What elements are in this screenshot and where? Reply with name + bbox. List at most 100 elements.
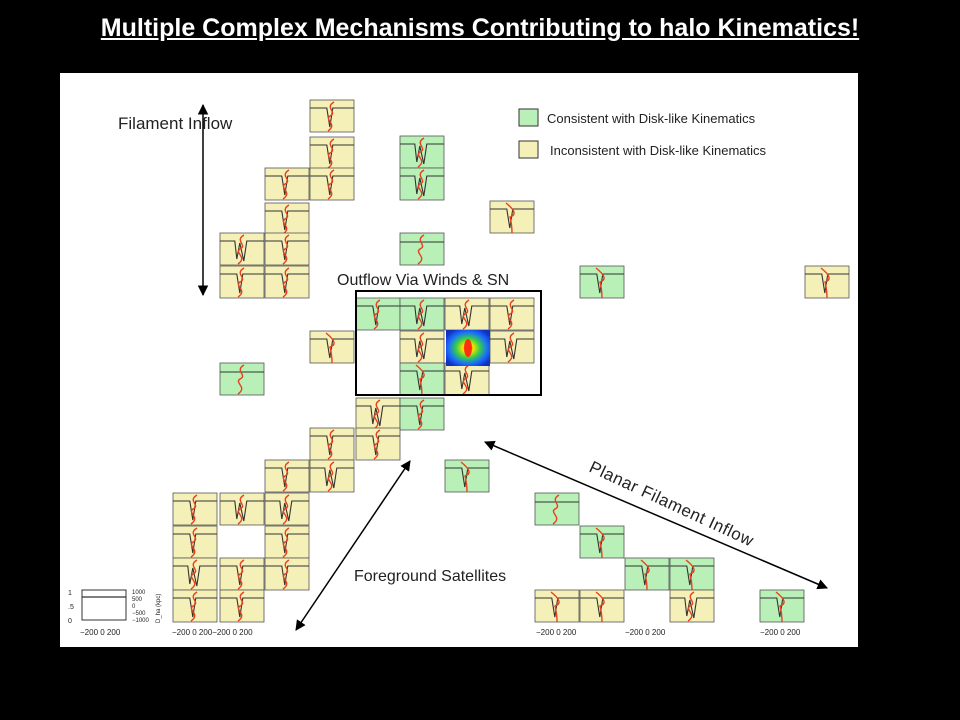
x-tick-labels: −200 0 200 [80,628,121,637]
legend-consistent-label: Consistent with Disk-like Kinematics [547,111,756,126]
spectrum-panel [264,167,310,201]
spectrum-panel [264,557,310,591]
spectrum-panel [444,459,490,493]
velocity-curve [460,461,470,493]
absorption-profile [310,435,354,456]
spectrum-panel [669,557,715,591]
absorption-profile [400,175,444,197]
foreground-satellites-label: Foreground Satellites [354,568,506,585]
spectrum-panel [579,525,625,559]
spectrum-panel [264,202,310,236]
absorption-profile [580,273,624,294]
velocity-curve [820,267,830,299]
velocity-curve [190,559,198,590]
spectrum-panel [399,135,445,169]
absorption-profile [265,565,309,586]
absorption-profile [400,370,444,391]
velocity-curve [550,591,560,623]
absorption-profile [490,338,534,360]
galaxy-core [464,339,472,357]
legend-inconsistent-label: Inconsistent with Disk-like Kinematics [550,143,767,158]
velocity-curve [237,364,245,395]
velocity-curve [417,137,425,168]
absorption-profile [173,533,217,554]
absorption-profile [400,305,444,327]
absorption-profile [356,405,400,427]
absorption-profile [310,175,354,196]
spectrum-panel [759,589,805,623]
spectrum-panel [444,297,490,331]
legend-consistent-swatch [518,108,539,127]
kinematics-diagram: Filament Inflow Outflow Via Winds & SN P… [68,99,850,637]
absorption-profile [400,143,444,165]
planar-filament-arrow [484,440,828,590]
absorption-profile [400,405,444,426]
spectrum-panel [534,589,580,623]
absorption-profile [265,240,309,261]
velocity-curve [595,591,605,623]
spectrum-panel [579,589,625,623]
velocity-curve [373,399,381,430]
velocity-curve [417,399,425,430]
spectrum-panel [355,397,401,431]
absorption-profile [580,597,624,618]
velocity-curve [327,429,335,460]
absorption-profile [535,597,579,618]
absorption-profile [490,208,534,229]
absorption-profile [265,175,309,196]
y-tick-half: .5 [68,604,74,611]
absorption-profile [265,500,309,522]
absorption-profile [265,273,309,294]
spectrum-panel [264,459,310,493]
absorption-profile [490,305,534,326]
velocity-curve [190,591,198,622]
y-tick-1: 1 [68,590,72,597]
spectrum-panel [624,557,670,591]
velocity-curve [417,299,425,330]
velocity-curve [282,461,290,492]
absorption-profile [173,565,217,587]
velocity-curve [327,169,335,200]
absorption-profile [400,338,444,360]
spectrum-panel [309,427,355,461]
spectrum-panel [172,492,218,526]
absorption-profile [805,273,849,294]
velocity-curve [237,559,245,590]
velocity-curve [237,494,245,525]
absorption-profile [173,597,217,618]
absorption-profile [445,370,489,392]
axis-example-panel [81,589,127,621]
slide-title: Multiple Complex Mechanisms Contributing… [100,14,860,42]
spectrum-panel [309,459,355,493]
velocity-curve [325,332,335,364]
spectrum-panel [219,232,265,266]
velocity-curve [282,169,290,200]
filament-inflow-label: Filament Inflow [118,114,233,133]
x-tick-labels: −200 0 200 [536,628,577,637]
velocity-curve [282,234,290,265]
absorption-profile [265,210,309,231]
spectrum-panel [264,525,310,559]
y-tick-0: 0 [68,618,72,625]
spectrum-panel [309,99,355,133]
velocity-curve [282,527,290,558]
legend-inconsistent-swatch [518,140,539,159]
absorption-profile [173,500,217,521]
spectrum-panel [399,362,445,396]
spectrum-panel [264,492,310,526]
velocity-curve [373,299,381,330]
velocity-curve [237,267,245,298]
velocity-curve [282,559,290,590]
spectrum-panel [489,200,535,234]
spectrum-panel [172,589,218,623]
velocity-curve [775,591,785,623]
velocity-curve [237,234,245,265]
spectrum-panel [172,525,218,559]
absorption-profile [310,107,354,128]
velocity-curve [507,332,515,363]
velocity-curve [282,204,290,235]
velocity-curve [462,299,470,330]
foreground-satellites-arrow [295,460,411,631]
absorption-profile [760,597,804,618]
absorption-profile [356,305,400,326]
